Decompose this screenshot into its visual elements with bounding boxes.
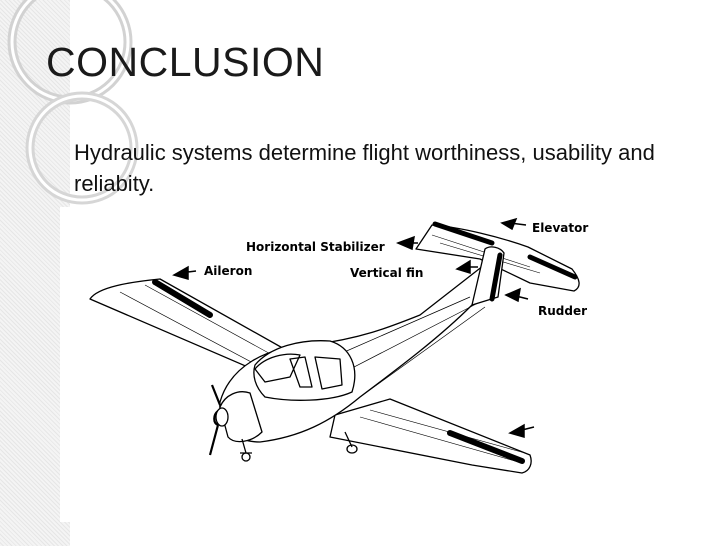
label-aileron: Aileron [204, 264, 252, 278]
label-rudder: Rudder [538, 304, 587, 318]
window-1 [314, 356, 343, 390]
decorative-circles [7, 0, 139, 205]
slide-body-text: Hydraulic systems determine flight worth… [74, 140, 655, 196]
airplane-diagram: Elevator Horizontal Stabilizer Vertical … [60, 207, 660, 522]
label-vertical-fin: Vertical fin [350, 266, 423, 280]
rudder-surface [489, 252, 503, 302]
arrow-aileron [172, 265, 197, 280]
right-wing [329, 398, 532, 474]
main-wheel [346, 444, 358, 454]
left-wing-ribs [119, 284, 286, 373]
window-2 [289, 356, 313, 388]
elevator-surface-right [527, 254, 578, 280]
spinner [215, 407, 229, 427]
arrow-rudder [504, 287, 529, 303]
windshield [254, 353, 301, 383]
airplane-illustration: Elevator Horizontal Stabilizer Vertical … [89, 217, 588, 474]
elevator-surface-left [432, 221, 495, 246]
aileron-right [447, 430, 525, 464]
arrow-horizontal-stabilizer [395, 235, 418, 251]
arrow-elevator [500, 217, 527, 231]
arrow-vertical-fin [455, 259, 478, 275]
label-horizontal-stabilizer: Horizontal Stabilizer [246, 240, 385, 254]
label-elevator: Elevator [532, 221, 588, 235]
nose-wheel [241, 452, 251, 462]
engine-cowling [219, 391, 263, 443]
arrow-right-aileron [508, 423, 535, 438]
slide-title: CONCLUSION [46, 39, 325, 85]
aileron-left [152, 279, 213, 318]
